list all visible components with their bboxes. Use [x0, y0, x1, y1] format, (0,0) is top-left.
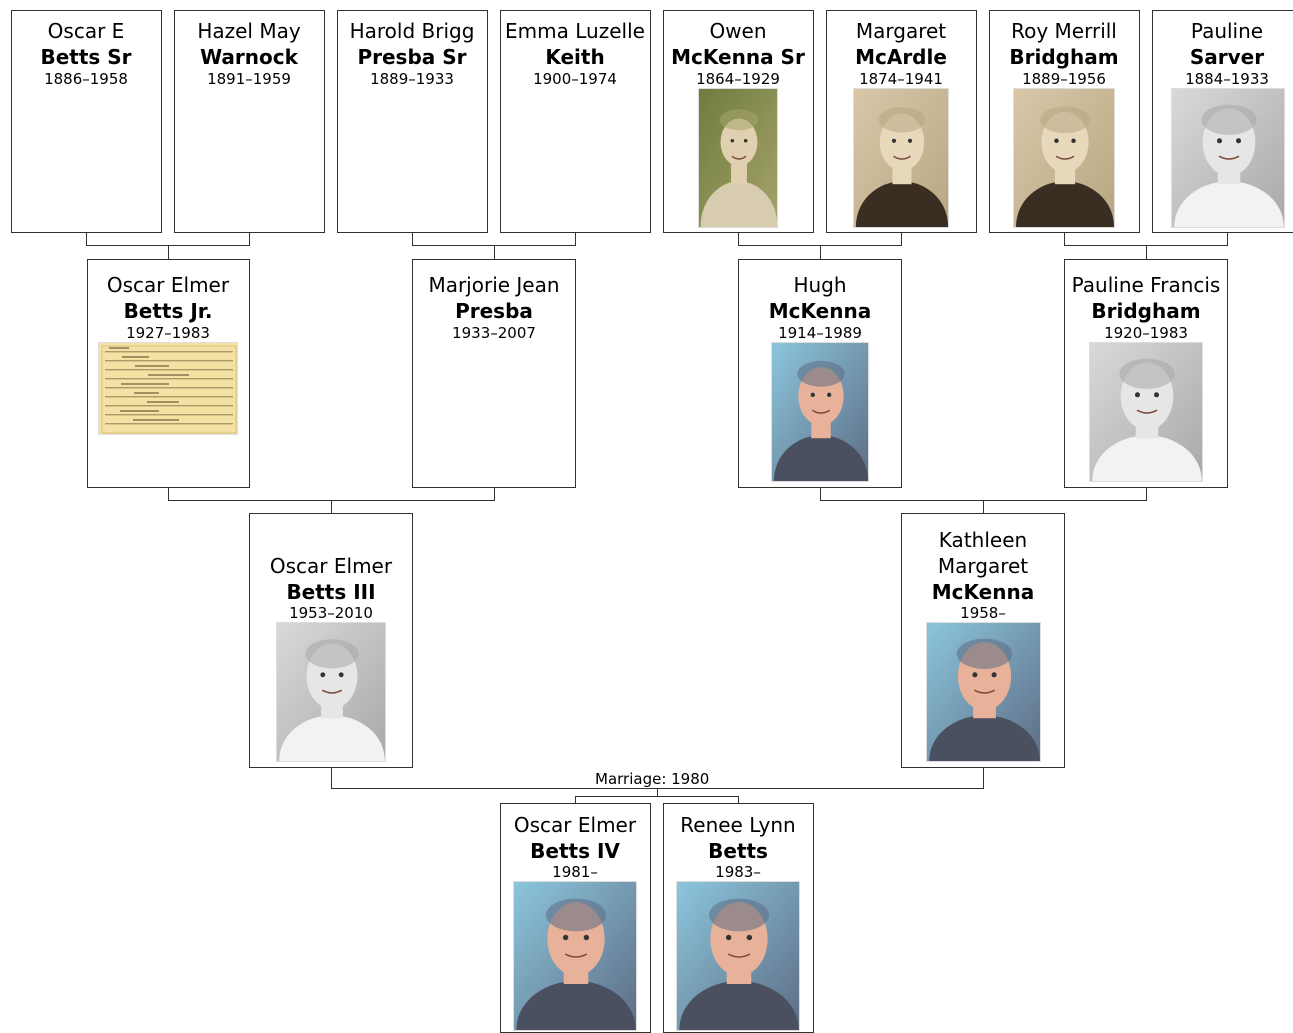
- person-surname: Betts IV: [530, 839, 620, 863]
- person-given-name: Renee Lynn: [680, 813, 796, 837]
- person-given-name: Oscar Elmer: [513, 813, 637, 837]
- person-photo[interactable]: [276, 622, 386, 762]
- person-surname: Presba: [455, 299, 533, 323]
- person-given-name: Roy Merrill: [1011, 19, 1117, 43]
- person-surname: Betts Sr: [40, 45, 132, 69]
- person-given-name: Emma Luzelle: [505, 19, 645, 43]
- person-dates: 1884–1933: [1185, 70, 1269, 88]
- person-surname: Keith: [545, 45, 605, 69]
- person-given-name: Kathleen: [938, 528, 1028, 552]
- person-dates: 1920–1983: [1104, 324, 1188, 342]
- person-given-name: Oscar E: [47, 19, 125, 43]
- person-given-name: Margaret: [855, 19, 947, 43]
- person-surname: Betts: [708, 839, 768, 863]
- person-photo[interactable]: [1171, 88, 1285, 228]
- person-surname: Presba Sr: [357, 45, 467, 69]
- person-photo[interactable]: [926, 622, 1041, 762]
- marriage-label: Marriage: 1980: [595, 770, 710, 788]
- person-given-name: Margaret: [937, 554, 1029, 578]
- person-dates: 1983–: [715, 863, 761, 881]
- person-dates: 1886–1958: [44, 70, 128, 88]
- person-surname: McKenna: [931, 580, 1035, 604]
- person-dates: 1900–1974: [533, 70, 617, 88]
- person-given-name: Pauline: [1190, 19, 1264, 43]
- person-photo[interactable]: [853, 88, 949, 228]
- person-surname: Sarver: [1189, 45, 1265, 69]
- person-surname: Bridgham: [1009, 45, 1119, 69]
- person-given-name: Hugh: [793, 273, 847, 297]
- person-surname: Bridgham: [1091, 299, 1201, 323]
- person-dates: 1927–1983: [126, 324, 210, 342]
- person-dates: 1958–: [960, 604, 1006, 622]
- person-surname: Warnock: [200, 45, 298, 69]
- person-surname: Betts III: [286, 580, 376, 604]
- person-dates: 1981–: [552, 863, 598, 881]
- person-surname: McArdle: [855, 45, 947, 69]
- person-dates: 1914–1989: [778, 324, 862, 342]
- person-surname: Betts Jr.: [123, 299, 213, 323]
- person-dates: 1864–1929: [696, 70, 780, 88]
- person-dates: 1891–1959: [207, 70, 291, 88]
- person-dates: 1889–1956: [1022, 70, 1106, 88]
- person-surname: McKenna: [768, 299, 872, 323]
- person-dates: 1889–1933: [370, 70, 454, 88]
- person-dates: 1933–2007: [452, 324, 536, 342]
- person-given-name: Marjorie Jean: [428, 273, 560, 297]
- person-photo[interactable]: [698, 88, 778, 228]
- person-dates: 1953–2010: [289, 604, 373, 622]
- person-given-name: Harold Brigg: [349, 19, 475, 43]
- person-given-name: Pauline Francis: [1071, 273, 1221, 297]
- person-photo[interactable]: [771, 342, 869, 482]
- person-given-name: Owen: [709, 19, 767, 43]
- person-photo[interactable]: [676, 881, 800, 1031]
- person-given-name: Hazel May: [197, 19, 301, 43]
- person-given-name: Oscar Elmer: [106, 273, 230, 297]
- document-thumbnail[interactable]: [98, 342, 238, 435]
- person-photo[interactable]: [513, 881, 637, 1031]
- person-dates: 1874–1941: [859, 70, 943, 88]
- person-surname: McKenna Sr: [671, 45, 805, 69]
- person-photo[interactable]: [1089, 342, 1203, 482]
- person-photo[interactable]: [1013, 88, 1115, 228]
- person-given-name: Oscar Elmer: [269, 554, 393, 578]
